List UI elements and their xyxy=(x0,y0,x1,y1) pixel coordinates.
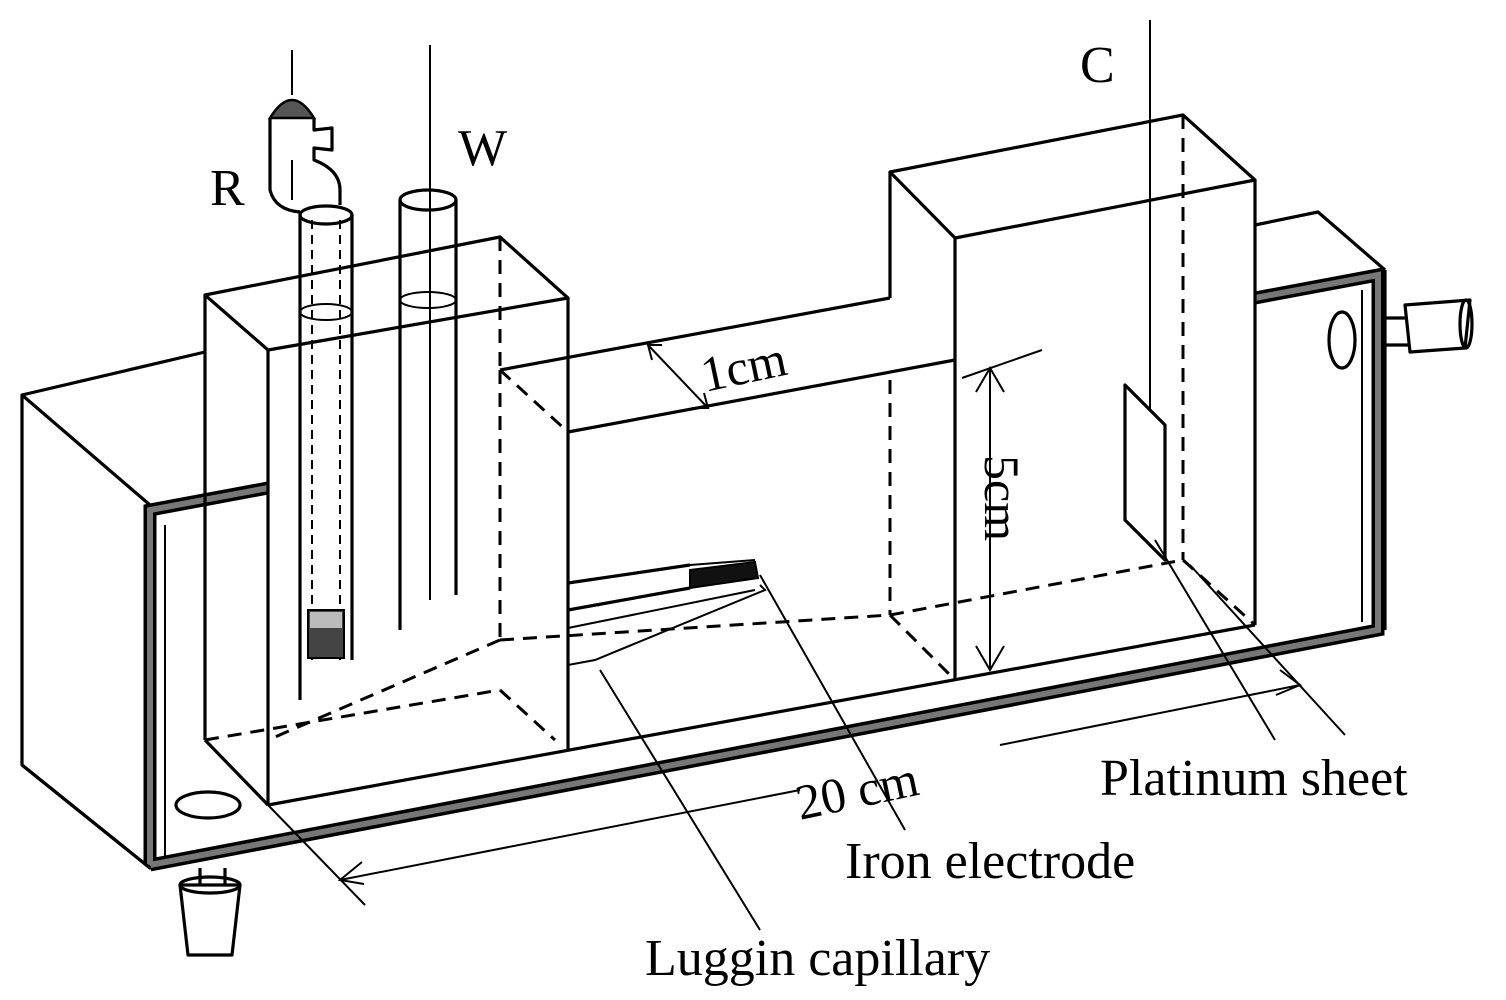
reference-electrode-assembly xyxy=(267,50,767,700)
jacket-port-hole xyxy=(1327,310,1357,370)
label-r: R xyxy=(210,160,245,217)
iron-electrode-tip xyxy=(689,560,760,590)
jacket-front-wall-left xyxy=(143,481,270,865)
iron-electrode-leader xyxy=(759,574,906,831)
label-w: W xyxy=(458,120,507,177)
working-electrode-assembly xyxy=(398,45,760,630)
label-platinum-sheet: Platinum sheet xyxy=(1100,750,1408,807)
label-iron-electrode: Iron electrode xyxy=(845,833,1135,890)
left-compartment xyxy=(203,235,570,807)
platinum-sheet-leader xyxy=(1154,539,1276,741)
right-compartment-top xyxy=(888,113,1257,240)
counter-electrode-assembly xyxy=(1123,20,1167,562)
channel-bottom-front-edge xyxy=(267,623,1256,807)
jacket-top-right-edge xyxy=(1254,210,1387,272)
jacket-left-face xyxy=(20,393,152,870)
dimension-5cm xyxy=(961,349,1043,672)
label-5cm: 5cm xyxy=(974,455,1030,541)
dimension-20cm xyxy=(267,669,1302,906)
right-compartment xyxy=(888,113,1257,680)
label-luggin-capillary: Luggin capillary xyxy=(645,930,990,987)
platinum-sheet xyxy=(1123,383,1167,562)
dimension-1cm xyxy=(646,344,710,409)
left-compartment-top xyxy=(203,235,570,352)
jacket-drain-hole xyxy=(174,790,242,820)
jacket-top-left-edge xyxy=(21,350,206,397)
cell-channel xyxy=(204,296,1256,807)
luggin-capillary-tube xyxy=(567,584,767,666)
label-20cm: 20 cm xyxy=(791,750,924,830)
reference-electrode-cap xyxy=(267,98,317,120)
channel-top-front-edge xyxy=(567,358,956,434)
water-jacket xyxy=(20,210,1387,872)
outlet-nozzle xyxy=(1385,298,1474,354)
luggin-capillary-leader xyxy=(599,669,761,931)
label-c: C xyxy=(1080,37,1115,94)
inlet-nozzle xyxy=(178,868,242,957)
